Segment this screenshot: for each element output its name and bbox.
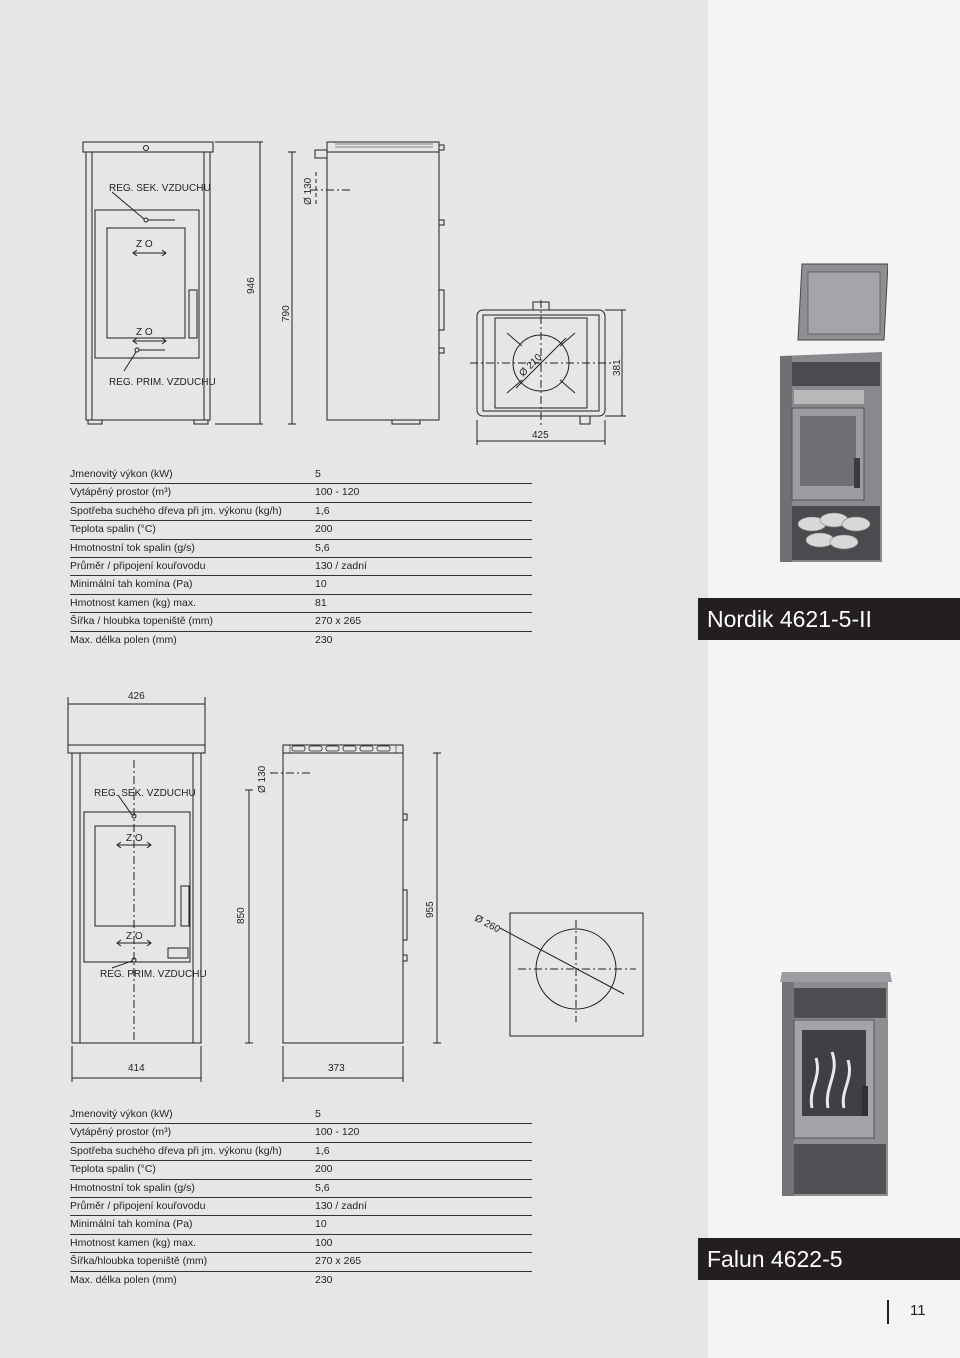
falun-dim-955: 955 bbox=[425, 901, 436, 918]
page-number: 11 bbox=[910, 1302, 926, 1319]
falun-reg-prim-label: REG. PRIM. VZDUCHU bbox=[100, 969, 207, 980]
spec-value: 100 - 120 bbox=[315, 1126, 360, 1139]
nordik-product-title: Nordik 4621-5-II bbox=[698, 598, 960, 640]
spec-label: Minimální tah komína (Pa) bbox=[70, 578, 193, 591]
falun-side-view bbox=[282, 744, 441, 1082]
spec-value: 230 bbox=[315, 633, 333, 646]
spec-label: Teplota spalin (°C) bbox=[70, 523, 156, 536]
spec-row: Spotřeba suchého dřeva při jm. výkonu (k… bbox=[70, 503, 532, 522]
spec-label: Hmotnost kamen (kg) max. bbox=[70, 1236, 197, 1249]
spec-row: Minimální tah komína (Pa) 10 bbox=[70, 1216, 532, 1235]
spec-label: Max. délka polen (mm) bbox=[70, 633, 177, 646]
spec-value: 5,6 bbox=[315, 1181, 330, 1194]
spec-row: Hmotnostní tok spalin (g/s) 5,6 bbox=[70, 540, 532, 558]
falun-product-title: Falun 4622-5 bbox=[698, 1238, 960, 1280]
nordik-zo-upper: Z O bbox=[136, 239, 153, 250]
spec-value: 10 bbox=[315, 578, 327, 591]
spec-row: Hmotnostní tok spalin (g/s) 5,6 bbox=[70, 1180, 532, 1198]
spec-value: 200 bbox=[315, 1163, 333, 1176]
falun-dim-flue: Ø 130 bbox=[257, 765, 268, 793]
spec-value: 5 bbox=[315, 1108, 321, 1120]
spec-label: Hmotnost kamen (kg) max. bbox=[70, 596, 197, 609]
falun-top-view bbox=[499, 912, 644, 1037]
nordik-front-view bbox=[82, 141, 296, 425]
spec-row: Šířka/hloubka topeniště (mm) 270 x 265 bbox=[70, 1253, 532, 1272]
spec-value: 10 bbox=[315, 1218, 327, 1231]
spec-value: 270 x 265 bbox=[315, 1255, 362, 1268]
spec-value: 100 - 120 bbox=[315, 486, 360, 499]
spec-row: Jmenovitý výkon (kW) 5 bbox=[70, 1106, 532, 1125]
spec-row: Max. délka polen (mm) 230 bbox=[70, 632, 532, 649]
spec-label: Šířka/hloubka topeniště (mm) bbox=[70, 1255, 208, 1268]
spec-label: Vytápěný prostor (m³) bbox=[70, 486, 172, 499]
falun-zo-lower: Z O bbox=[126, 931, 143, 942]
falun-zo-upper: Z O bbox=[126, 833, 143, 844]
spec-label: Max. délka polen (mm) bbox=[70, 1273, 177, 1286]
spec-value: 1,6 bbox=[315, 504, 330, 517]
spec-value: 270 x 265 bbox=[315, 615, 362, 628]
spec-value: 130 / zadní bbox=[315, 559, 367, 572]
spec-label: Hmotnostní tok spalin (g/s) bbox=[70, 1181, 195, 1194]
spec-value: 5,6 bbox=[315, 541, 330, 554]
spec-value: 100 bbox=[315, 1236, 333, 1249]
nordik-reg-sek-label: REG. SEK. VZDUCHU bbox=[109, 183, 211, 194]
falun-spec-table: Jmenovitý výkon (kW) 5 Vytápěný prostor (… bbox=[70, 1106, 532, 1289]
spec-row: Max. délka polen (mm) 230 bbox=[70, 1272, 532, 1289]
spec-value: 200 bbox=[315, 523, 333, 536]
spec-row: Teplota spalin (°C) 200 bbox=[70, 521, 532, 540]
falun-dim-426: 426 bbox=[128, 691, 145, 702]
falun-dim-850: 850 bbox=[236, 907, 247, 924]
spec-label: Vytápěný prostor (m³) bbox=[70, 1126, 172, 1139]
spec-row: Teplota spalin (°C) 200 bbox=[70, 1161, 532, 1180]
spec-value: 1,6 bbox=[315, 1144, 330, 1157]
spec-value: 230 bbox=[315, 1273, 333, 1286]
spec-row: Vytápěný prostor (m³) 100 - 120 bbox=[70, 1124, 532, 1143]
spec-label: Minimální tah komína (Pa) bbox=[70, 1218, 193, 1231]
spec-label: Jmenovitý výkon (kW) bbox=[70, 468, 173, 480]
falun-reg-sek-label: REG. SEK. VZDUCHU bbox=[94, 788, 196, 799]
spec-row: Průměr / připojení kouřovodu 130 / zadní bbox=[70, 1198, 532, 1217]
page-number-divider bbox=[887, 1300, 889, 1324]
falun-dim-diameter: Ø 260 bbox=[473, 913, 503, 936]
spec-value: 130 / zadní bbox=[315, 1199, 367, 1212]
spec-row: Spotřeba suchého dřeva při jm. výkonu (k… bbox=[70, 1143, 532, 1162]
spec-label: Jmenovitý výkon (kW) bbox=[70, 1108, 173, 1120]
spec-row: Hmotnost kamen (kg) max. 100 bbox=[70, 1235, 532, 1254]
spec-label: Hmotnostní tok spalin (g/s) bbox=[70, 541, 195, 554]
spec-value: 5 bbox=[315, 468, 321, 480]
spec-row: Šířka / hloubka topeniště (mm) 270 x 265 bbox=[70, 613, 532, 632]
nordik-dim-flue: Ø 130 bbox=[303, 177, 314, 205]
nordik-dim-381: 381 bbox=[612, 359, 623, 376]
spec-row: Jmenovitý výkon (kW) 5 bbox=[70, 466, 532, 485]
spec-value: 81 bbox=[315, 596, 327, 609]
nordik-dim-946: 946 bbox=[246, 277, 257, 294]
spec-row: Vytápěný prostor (m³) 100 - 120 bbox=[70, 484, 532, 503]
nordik-dim-790: 790 bbox=[281, 305, 292, 322]
falun-dim-373: 373 bbox=[328, 1063, 345, 1074]
falun-dim-414: 414 bbox=[128, 1063, 145, 1074]
nordik-spec-table: Jmenovitý výkon (kW) 5 Vytápěný prostor (… bbox=[70, 466, 532, 649]
nordik-dim-425: 425 bbox=[532, 430, 549, 441]
spec-row: Hmotnost kamen (kg) max. 81 bbox=[70, 595, 532, 614]
nordik-top-view bbox=[470, 300, 626, 445]
spec-row: Minimální tah komína (Pa) 10 bbox=[70, 576, 532, 595]
nordik-zo-lower: Z O bbox=[136, 327, 153, 338]
falun-product-photo bbox=[780, 972, 892, 1196]
falun-front-view bbox=[67, 697, 310, 1082]
spec-label: Průměr / připojení kouřovodu bbox=[70, 1199, 206, 1212]
nordik-product-photo bbox=[780, 263, 888, 562]
spec-row: Průměr / připojení kouřovodu 130 / zadní bbox=[70, 558, 532, 577]
spec-label: Šířka / hloubka topeniště (mm) bbox=[70, 615, 213, 628]
spec-label: Spotřeba suchého dřeva při jm. výkonu (k… bbox=[70, 1144, 282, 1157]
nordik-reg-prim-label: REG. PRIM. VZDUCHU bbox=[109, 377, 216, 388]
spec-label: Teplota spalin (°C) bbox=[70, 1163, 156, 1176]
spec-label: Průměr / připojení kouřovodu bbox=[70, 559, 206, 572]
nordik-side-view bbox=[310, 141, 445, 425]
spec-label: Spotřeba suchého dřeva při jm. výkonu (k… bbox=[70, 504, 282, 517]
